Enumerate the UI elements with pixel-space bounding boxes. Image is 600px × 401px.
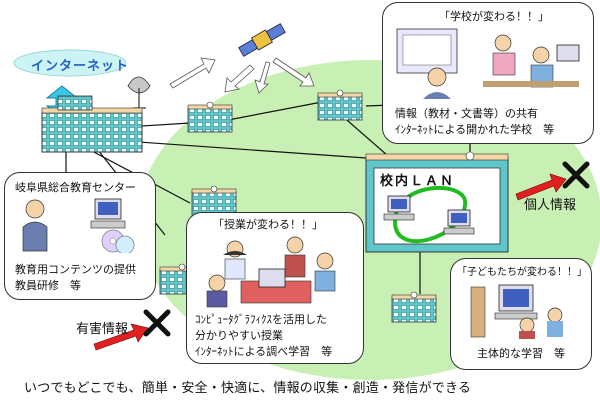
computer-icon — [443, 209, 475, 235]
lan-loop — [392, 186, 468, 243]
lessons-changes-callout: 「授業が変わる！！」 ｺﾝﾋﾟｭｰﾀｸﾞﾗﾌｨｸｽを活用した 分かりやすい授業 … — [186, 212, 364, 364]
lan-label: 校内ＬＡＮ — [380, 174, 456, 189]
school-changes-heading: 「学校が変わる！！」 — [439, 10, 549, 23]
student-computer-illustration — [470, 284, 563, 339]
education-center-name: 岐阜県総合教育センター — [15, 181, 136, 194]
dish-antenna-icon — [127, 76, 151, 109]
internet-label: インターネット — [31, 59, 130, 74]
school-changes-callout: 「学校が変わる！！」 情報（教材・文書等）の共有 ｲﾝﾀｰﾈｯﾄによる開かれた学… — [382, 2, 594, 144]
tagline: いつでもどこでも、簡単・安全・快適に、情報の収集・創造・発信ができる — [24, 381, 472, 396]
harmful-info-label: 有害情報 — [76, 322, 129, 337]
block-x-icon — [143, 309, 171, 337]
lesson-line-2: 分かりやすい授業 — [195, 329, 283, 342]
school-building-icon — [391, 291, 437, 323]
lessons-changes-heading: 「授業が変わる！！」 — [213, 218, 323, 231]
school-building-icon — [187, 101, 233, 133]
personal-info-arrow — [515, 173, 567, 201]
computer-icon — [383, 195, 415, 221]
block-x-icon — [562, 161, 590, 189]
harmful-info-arrow — [93, 323, 149, 351]
center-line-2: 教員研修 等 — [15, 279, 81, 292]
school-line-2: ｲﾝﾀｰﾈｯﾄによる開かれた学校 等 — [395, 123, 555, 136]
children-line-1: 主体的な学習 等 — [477, 347, 565, 360]
education-center-building — [41, 95, 143, 153]
school-building-icon — [317, 89, 363, 121]
children-changes-callout: 「子どもたちが変わる！！」 主体的な学習 等 — [450, 258, 592, 370]
classroom-illustration — [206, 236, 336, 308]
center-line-1: 教育用コンテンツの提供 — [15, 263, 136, 276]
satellite-signal-arrows — [169, 57, 315, 94]
lesson-line-1: ｺﾝﾋﾟｭｰﾀｸﾞﾗﾌｨｸｽを活用した — [195, 313, 327, 326]
school-line-1: 情報（教材・文書等）の共有 — [395, 107, 538, 120]
lesson-line-3: ｲﾝﾀｰﾈｯﾄによる調べ学習 等 — [195, 345, 333, 358]
internet-cloud — [13, 49, 127, 77]
satellite-icon — [238, 23, 286, 57]
education-center-callout: 岐阜県総合教育センター 教育用コンテンツの提供 教員研修 等 — [4, 172, 156, 300]
school-lan-building — [365, 151, 509, 253]
school-office-illustration — [396, 28, 580, 99]
teacher-computer-illustration — [22, 198, 135, 253]
personal-info-label: 個人情報 — [524, 198, 577, 213]
children-changes-heading: 「子どもたちが変わる！！」 — [457, 267, 587, 278]
